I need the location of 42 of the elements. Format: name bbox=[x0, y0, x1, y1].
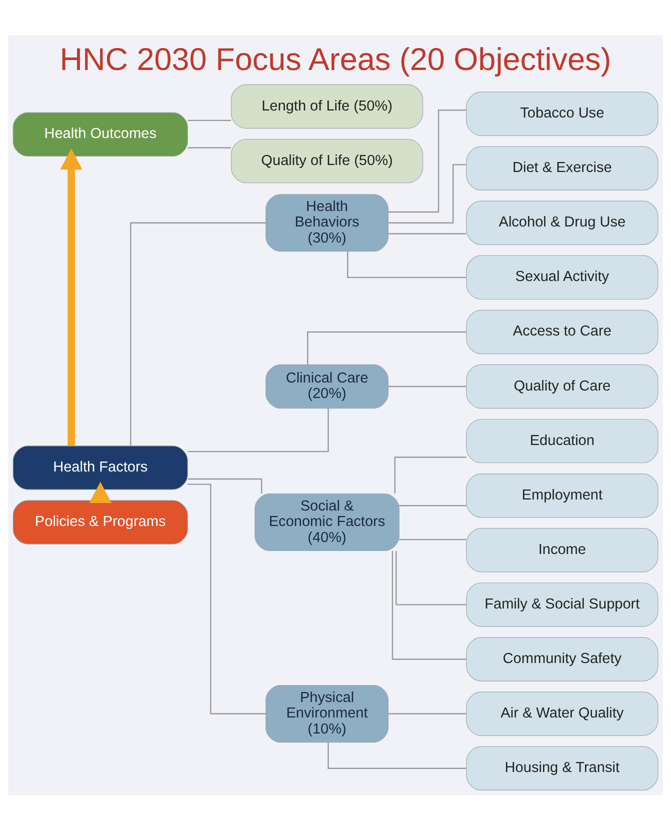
node-box: Income bbox=[466, 528, 658, 572]
connector bbox=[388, 386, 466, 388]
node-box: Access to Care bbox=[466, 310, 658, 354]
connector bbox=[188, 478, 262, 494]
node-box: Employment bbox=[466, 473, 658, 518]
node-box: Air & Water Quality bbox=[466, 692, 658, 736]
connector bbox=[188, 484, 266, 714]
connector bbox=[399, 505, 466, 506]
connector bbox=[388, 713, 466, 714]
connector bbox=[399, 538, 466, 540]
connector bbox=[188, 120, 232, 122]
connector bbox=[188, 408, 329, 452]
node-box: Housing & Transit bbox=[466, 746, 658, 790]
connector bbox=[388, 233, 466, 234]
connector bbox=[392, 551, 466, 660]
connector bbox=[347, 251, 466, 278]
node-box: Health Behaviors (30%) bbox=[266, 194, 389, 252]
node-box: Quality of Life (50%) bbox=[230, 138, 424, 184]
node-box: Social & Economic Factors (40%) bbox=[254, 493, 400, 552]
node-box: Health Outcomes bbox=[12, 112, 188, 157]
node-box: Education bbox=[466, 418, 658, 464]
diagram-title: HNC 2030 Focus Areas (20 Objectives) bbox=[60, 40, 612, 77]
node-box: Tobacco Use bbox=[466, 92, 658, 136]
node-box: Quality of Care bbox=[466, 364, 658, 409]
node-box: Community Safety bbox=[466, 637, 658, 682]
node-box: Family & Social Support bbox=[466, 582, 658, 627]
node-box: Diet & Exercise bbox=[466, 146, 658, 190]
arrow bbox=[89, 482, 112, 503]
connector bbox=[130, 222, 266, 446]
connector bbox=[394, 456, 466, 494]
connector bbox=[328, 742, 466, 769]
connector bbox=[396, 551, 466, 606]
arrow bbox=[60, 148, 82, 446]
node-box: Sexual Activity bbox=[466, 255, 658, 300]
node-box: Clinical Care (20%) bbox=[266, 364, 389, 409]
node-box: Health Factors bbox=[12, 446, 188, 490]
node-box: Length of Life (50%) bbox=[230, 84, 424, 129]
node-box: Alcohol & Drug Use bbox=[466, 200, 658, 245]
connector bbox=[307, 331, 466, 365]
connector bbox=[388, 110, 466, 213]
connector bbox=[188, 147, 232, 148]
node-box: Physical Environment (10%) bbox=[266, 685, 389, 743]
